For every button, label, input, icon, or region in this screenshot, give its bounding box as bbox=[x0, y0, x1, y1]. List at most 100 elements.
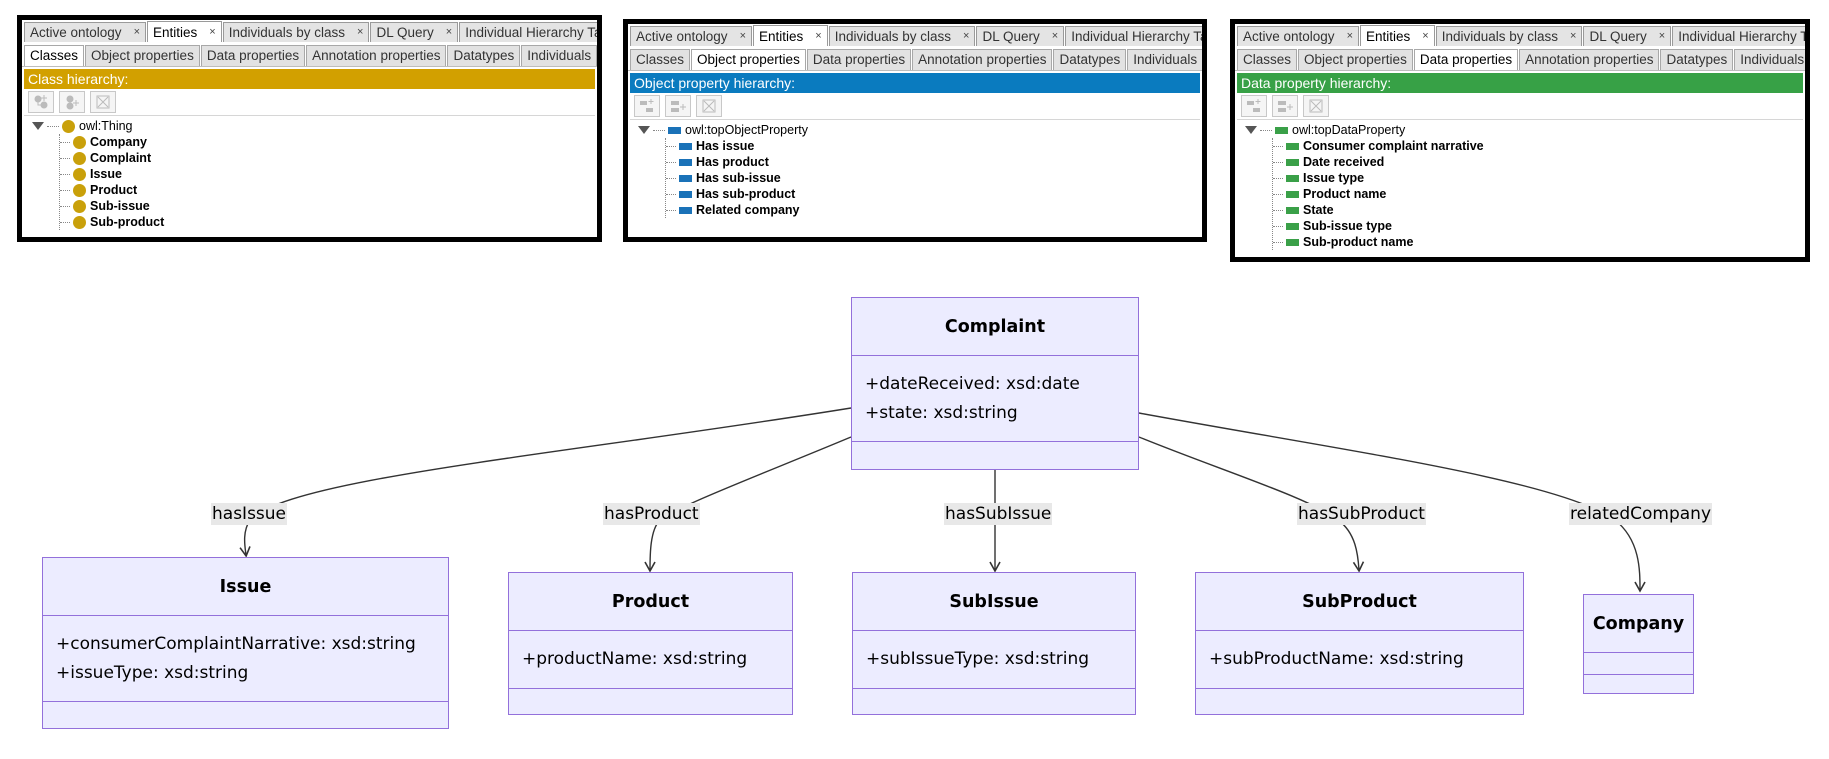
tab-dl-query[interactable]: DL Query × bbox=[1583, 26, 1672, 46]
class-attributes: +productName: xsd:string bbox=[509, 631, 792, 689]
delete-class-button[interactable] bbox=[90, 91, 116, 113]
tree-node-has-issue[interactable]: Has issue bbox=[666, 138, 1202, 154]
tree-node-date-received[interactable]: Date received bbox=[1273, 154, 1805, 170]
close-icon[interactable]: × bbox=[445, 26, 453, 38]
subtab-datatypes[interactable]: Datatypes bbox=[1053, 49, 1127, 70]
uml-class-issue[interactable]: Issue +consumerComplaintNarrative: xsd:s… bbox=[42, 557, 449, 729]
uml-class-company[interactable]: Company bbox=[1583, 594, 1694, 694]
tree-node-consumer-complaint-narrative[interactable]: Consumer complaint narrative bbox=[1273, 138, 1805, 154]
close-icon[interactable]: × bbox=[1051, 30, 1059, 42]
tab-individual-hierarchy[interactable]: Individual Hierarchy Tab× bbox=[1672, 26, 1810, 46]
tab-individuals-by-class[interactable]: Individuals by class× bbox=[222, 22, 370, 42]
tree-node-issue[interactable]: Issue bbox=[60, 166, 597, 182]
add-sub-property-button[interactable] bbox=[1241, 95, 1267, 117]
object-property-hierarchy-panel: Active ontology× Entities× Individuals b… bbox=[623, 19, 1207, 242]
edge-has-issue bbox=[239, 407, 852, 558]
tree-node-has-product[interactable]: Has product bbox=[666, 154, 1202, 170]
tab-dl-query[interactable]: DL Query× bbox=[370, 22, 459, 42]
tree-node-label: Complaint bbox=[90, 151, 152, 165]
tree-node-company[interactable]: Company bbox=[60, 134, 597, 150]
subtab-datatypes[interactable]: Datatypes bbox=[1660, 49, 1734, 70]
close-icon[interactable]: × bbox=[815, 29, 822, 42]
subtab-object-properties[interactable]: Object properties bbox=[1298, 49, 1413, 70]
tree-node-sub-issue[interactable]: Sub-issue bbox=[60, 198, 597, 214]
add-sibling-property-button[interactable] bbox=[665, 95, 691, 117]
tree-root-top-data-property[interactable]: owl:topDataProperty bbox=[1245, 122, 1805, 138]
subtab-datatypes[interactable]: Datatypes bbox=[447, 45, 521, 66]
tree-node-label: Sub-product name bbox=[1303, 235, 1414, 249]
delete-property-button[interactable] bbox=[696, 95, 722, 117]
tab-entities[interactable]: Entities× bbox=[753, 25, 828, 46]
add-subclass-button[interactable] bbox=[28, 91, 54, 113]
uml-class-subproduct[interactable]: SubProduct +subProductName: xsd:string bbox=[1195, 572, 1524, 715]
subtab-data-properties[interactable]: Data properties bbox=[806, 49, 912, 70]
close-icon[interactable]: × bbox=[357, 26, 364, 38]
tree-node-sub-issue-type[interactable]: Sub-issue type bbox=[1273, 218, 1805, 234]
subtab-classes[interactable]: Classes bbox=[630, 49, 691, 70]
tab-dl-query[interactable]: DL Query× bbox=[976, 26, 1065, 46]
tab-active-ontology[interactable]: Active ontology× bbox=[630, 26, 752, 46]
tab-entities[interactable]: Entities× bbox=[1360, 25, 1435, 46]
expand-toggle-icon[interactable] bbox=[638, 126, 650, 134]
tab-individual-hierarchy[interactable]: Individual Hierarchy Tab× bbox=[459, 22, 597, 42]
tree-node-complaint[interactable]: Complaint bbox=[60, 150, 597, 166]
class-tree: owl:Thing Company Complaint Issue Produc… bbox=[22, 116, 597, 230]
tab-label: Individuals by class bbox=[1441, 29, 1559, 44]
subtab-individuals[interactable]: Individuals bbox=[1734, 49, 1805, 70]
add-sub-property-button[interactable] bbox=[634, 95, 660, 117]
tree-node-sub-product[interactable]: Sub-product bbox=[60, 214, 597, 230]
tree-node-issue-type[interactable]: Issue type bbox=[1273, 170, 1805, 186]
subtab-data-properties[interactable]: Data properties bbox=[1413, 49, 1519, 70]
add-sibling-button[interactable] bbox=[59, 91, 85, 113]
tree-node-label: Sub-issue bbox=[90, 199, 150, 213]
subtab-data-properties[interactable]: Data properties bbox=[200, 45, 306, 66]
tree-node-related-company[interactable]: Related company bbox=[666, 202, 1202, 218]
delete-property-button[interactable] bbox=[1303, 95, 1329, 117]
close-icon[interactable]: × bbox=[209, 25, 216, 38]
subtab-individuals[interactable]: Individuals bbox=[521, 45, 597, 66]
close-icon[interactable]: × bbox=[1658, 30, 1666, 42]
subtab-classes[interactable]: Classes bbox=[1237, 49, 1298, 70]
class-hierarchy-header: Class hierarchy: bbox=[24, 69, 595, 89]
subtab-individuals[interactable]: Individuals bbox=[1127, 49, 1202, 70]
expand-toggle-icon[interactable] bbox=[1245, 126, 1257, 134]
uml-class-subissue[interactable]: SubIssue +subIssueType: xsd:string bbox=[852, 572, 1136, 715]
uml-class-complaint[interactable]: Complaint +dateReceived: xsd:date +state… bbox=[851, 297, 1139, 470]
tree-root-owl-thing[interactable]: owl:Thing bbox=[32, 118, 597, 134]
subtab-classes[interactable]: Classes bbox=[24, 45, 85, 66]
tab-individuals-by-class[interactable]: Individuals by class × bbox=[1435, 26, 1583, 46]
expand-toggle-icon[interactable] bbox=[32, 122, 44, 130]
tree-node-label: Sub-issue type bbox=[1303, 219, 1392, 233]
tree-node-has-sub-issue[interactable]: Has sub-issue bbox=[666, 170, 1202, 186]
close-icon[interactable]: × bbox=[133, 26, 140, 38]
tree-node-state[interactable]: State bbox=[1273, 202, 1805, 218]
subtab-annotation-properties[interactable]: Annotation properties bbox=[306, 45, 447, 66]
close-icon[interactable]: × bbox=[1570, 30, 1577, 42]
class-icon bbox=[73, 167, 86, 181]
tree-node-has-sub-product[interactable]: Has sub-product bbox=[666, 186, 1202, 202]
tab-active-ontology[interactable]: Active ontology× bbox=[1237, 26, 1359, 46]
tab-individual-hierarchy[interactable]: Individual Hierarchy Tab× bbox=[1065, 26, 1202, 46]
close-icon[interactable]: × bbox=[1422, 29, 1429, 42]
uml-class-product[interactable]: Product +productName: xsd:string bbox=[508, 572, 793, 715]
subtab-annotation-properties[interactable]: Annotation properties bbox=[912, 49, 1053, 70]
hierarchy-toolbar bbox=[630, 93, 1200, 120]
close-icon[interactable]: × bbox=[963, 30, 970, 42]
edge-label-has-product: hasProduct bbox=[603, 503, 700, 525]
close-icon[interactable]: × bbox=[739, 30, 746, 42]
add-sibling-property-button[interactable] bbox=[1272, 95, 1298, 117]
tab-label: DL Query bbox=[1589, 29, 1647, 44]
subtab-object-properties[interactable]: Object properties bbox=[691, 49, 806, 70]
tree-node-sub-product-name[interactable]: Sub-product name bbox=[1273, 234, 1805, 250]
tab-individuals-by-class[interactable]: Individuals by class× bbox=[828, 26, 976, 46]
tab-entities[interactable]: Entities× bbox=[147, 21, 222, 42]
close-icon[interactable]: × bbox=[1346, 30, 1353, 42]
tab-label: Individual Hierarchy Tab bbox=[1678, 29, 1810, 44]
tree-node-product-name[interactable]: Product name bbox=[1273, 186, 1805, 202]
subtab-object-properties[interactable]: Object properties bbox=[85, 45, 200, 66]
tree-node-product[interactable]: Product bbox=[60, 182, 597, 198]
object-property-icon bbox=[679, 190, 692, 198]
subtab-annotation-properties[interactable]: Annotation properties bbox=[1519, 49, 1660, 70]
tab-active-ontology[interactable]: Active ontology× bbox=[24, 22, 146, 42]
tree-root-top-object-property[interactable]: owl:topObjectProperty bbox=[638, 122, 1202, 138]
